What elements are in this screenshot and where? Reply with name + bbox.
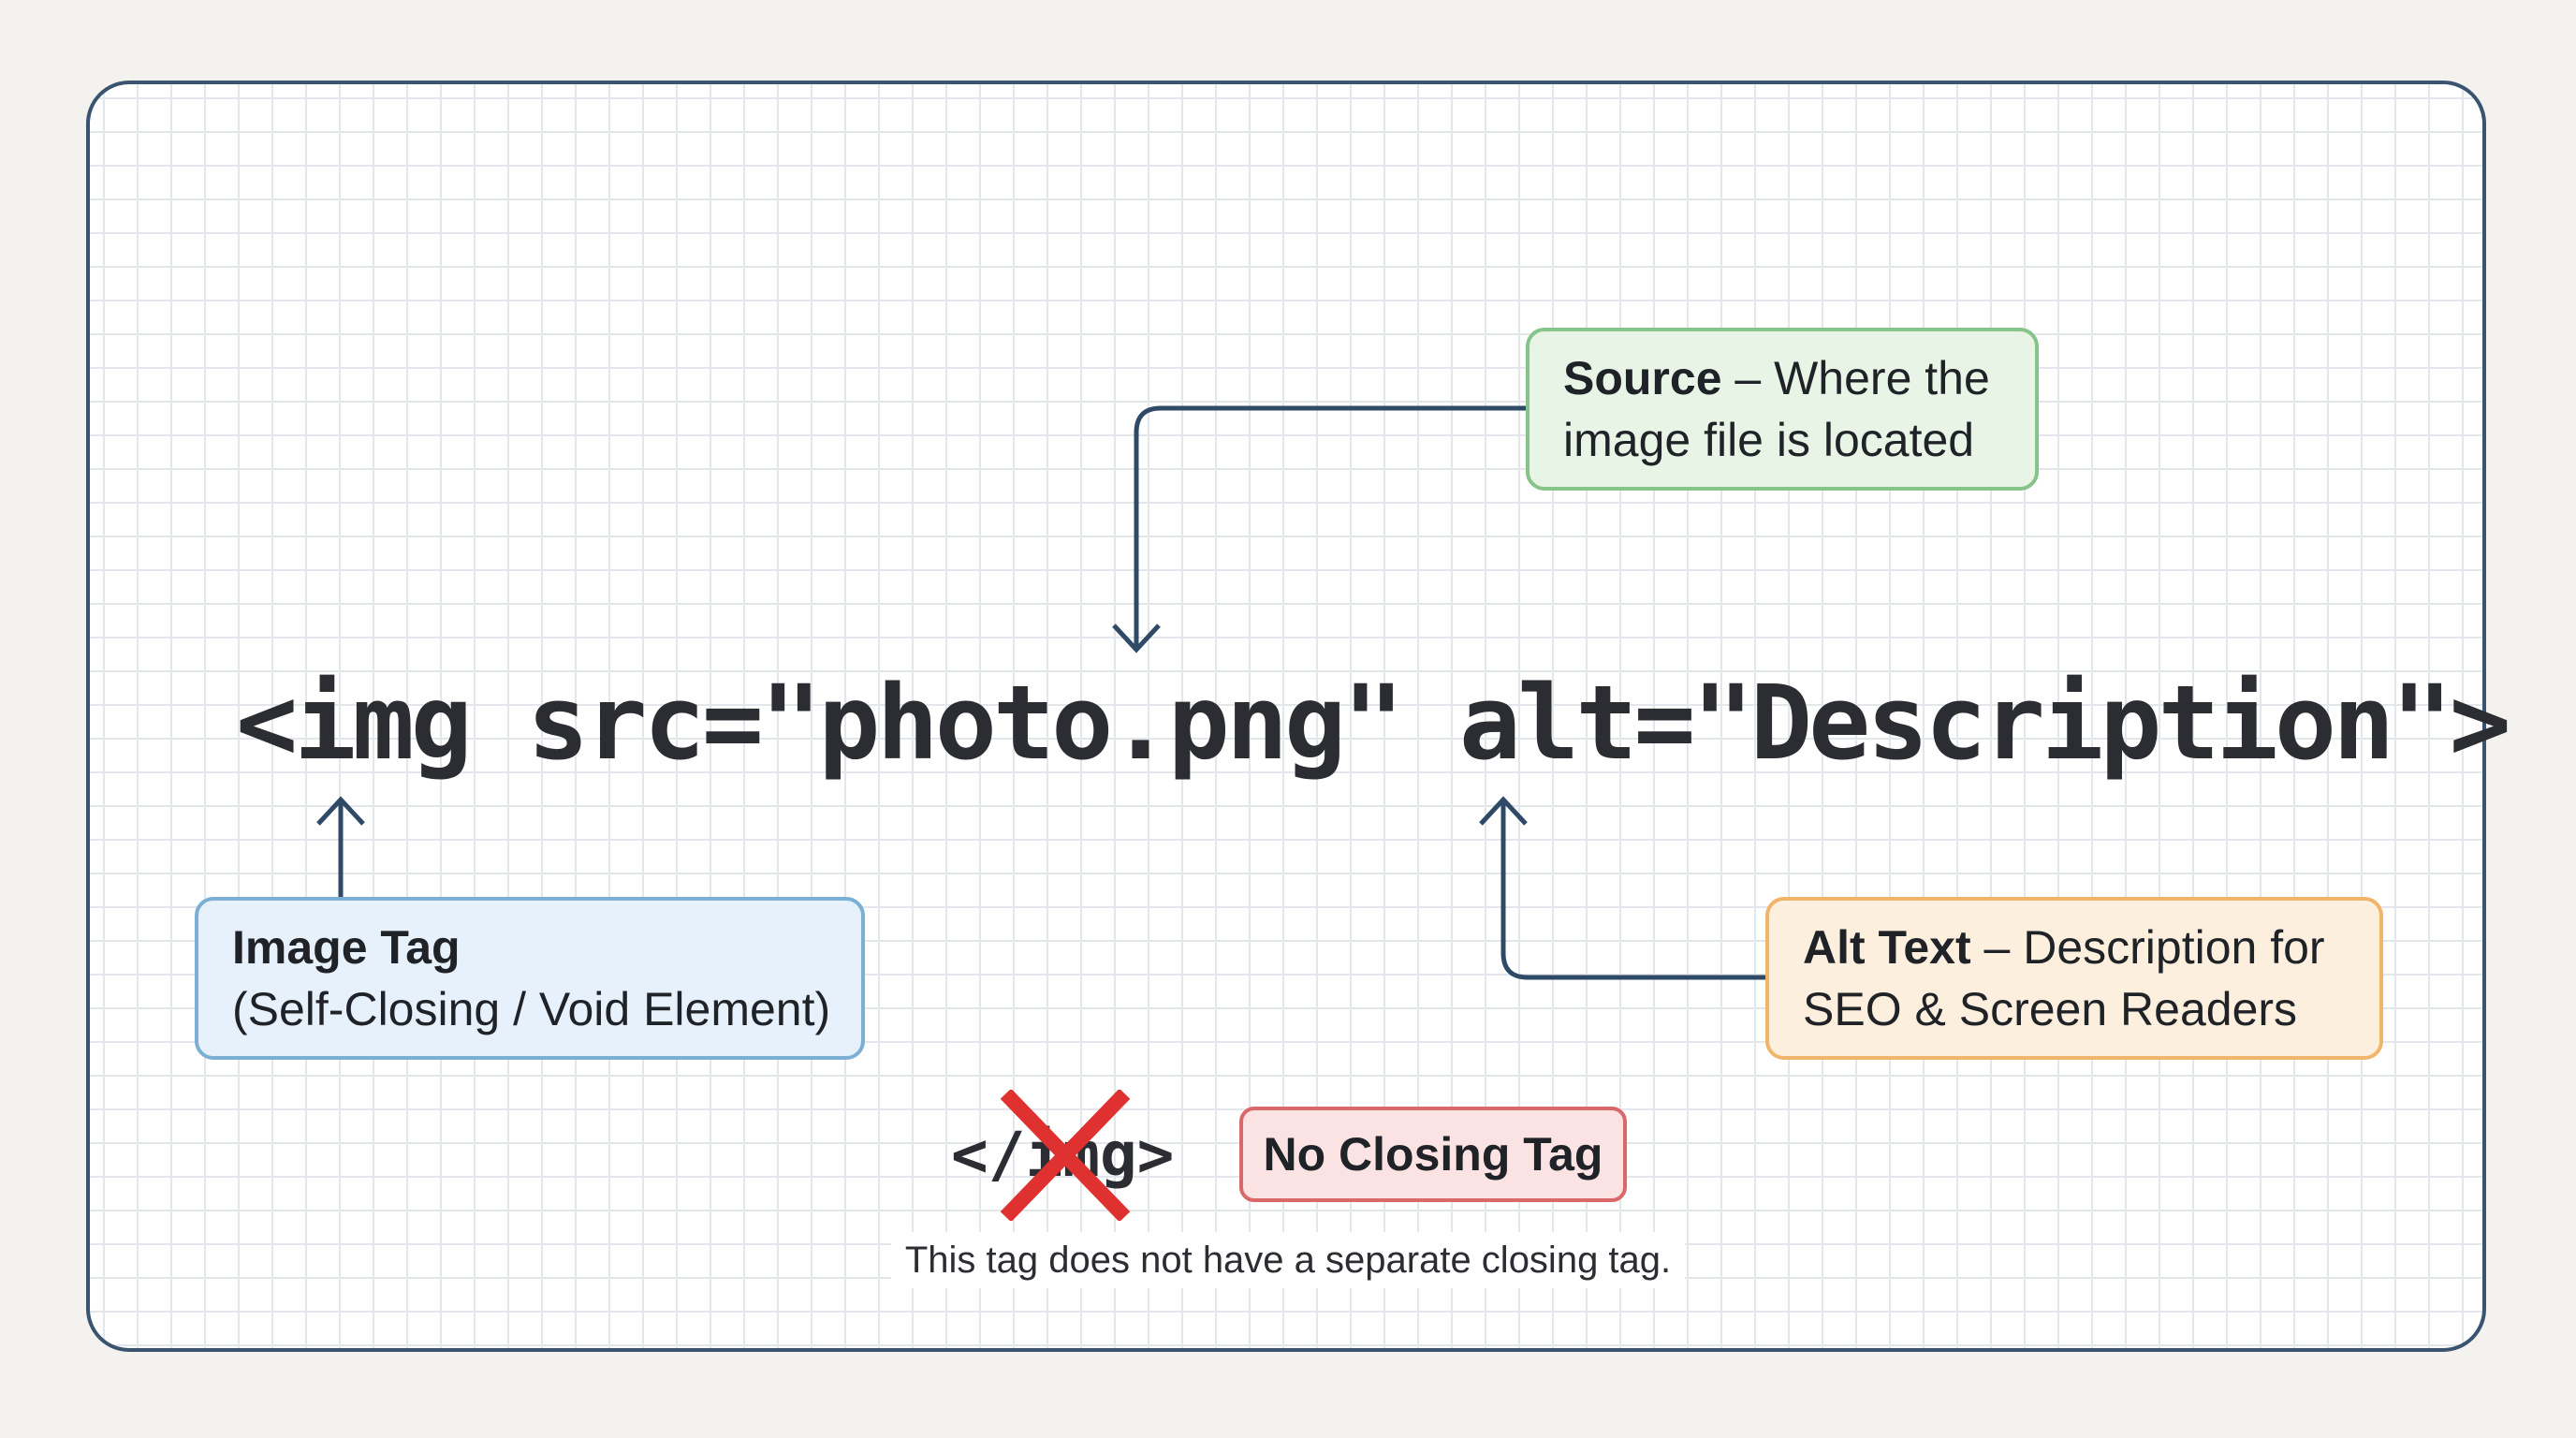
source-callout-line1: Source – Where the bbox=[1563, 347, 2001, 409]
alt-text-callout-title: Alt Text bbox=[1803, 921, 1971, 974]
img-code-snippet: <img src="photo.png" alt="Description"> bbox=[236, 663, 2511, 783]
alt-text-callout-line1: Alt Text – Description for bbox=[1803, 917, 2346, 978]
grid-card bbox=[86, 81, 2486, 1352]
source-callout-separator: – bbox=[1721, 352, 1775, 404]
source-callout: Source – Where the image file is located bbox=[1526, 328, 2039, 491]
alt-text-callout-text2: SEO & Screen Readers bbox=[1803, 983, 2298, 1035]
no-closing-tag-badge: No Closing Tag bbox=[1239, 1107, 1627, 1202]
image-tag-callout-subtitle: (Self-Closing / Void Element) bbox=[232, 983, 831, 1035]
source-callout-text2: image file is located bbox=[1563, 414, 1975, 466]
alt-text-callout: Alt Text – Description for SEO & Screen … bbox=[1765, 897, 2383, 1060]
alt-text-callout-text1: Description for bbox=[2023, 921, 2325, 974]
cross-out-icon bbox=[1000, 1090, 1131, 1221]
image-tag-callout-title: Image Tag bbox=[232, 921, 461, 974]
source-callout-title: Source bbox=[1563, 352, 1722, 404]
image-tag-callout: Image Tag (Self-Closing / Void Element) bbox=[195, 897, 865, 1060]
alt-text-callout-separator: – bbox=[1970, 921, 2024, 974]
source-callout-text1: Where the bbox=[1774, 352, 1990, 404]
closing-tag-note: This tag does not have a separate closin… bbox=[891, 1232, 1685, 1288]
